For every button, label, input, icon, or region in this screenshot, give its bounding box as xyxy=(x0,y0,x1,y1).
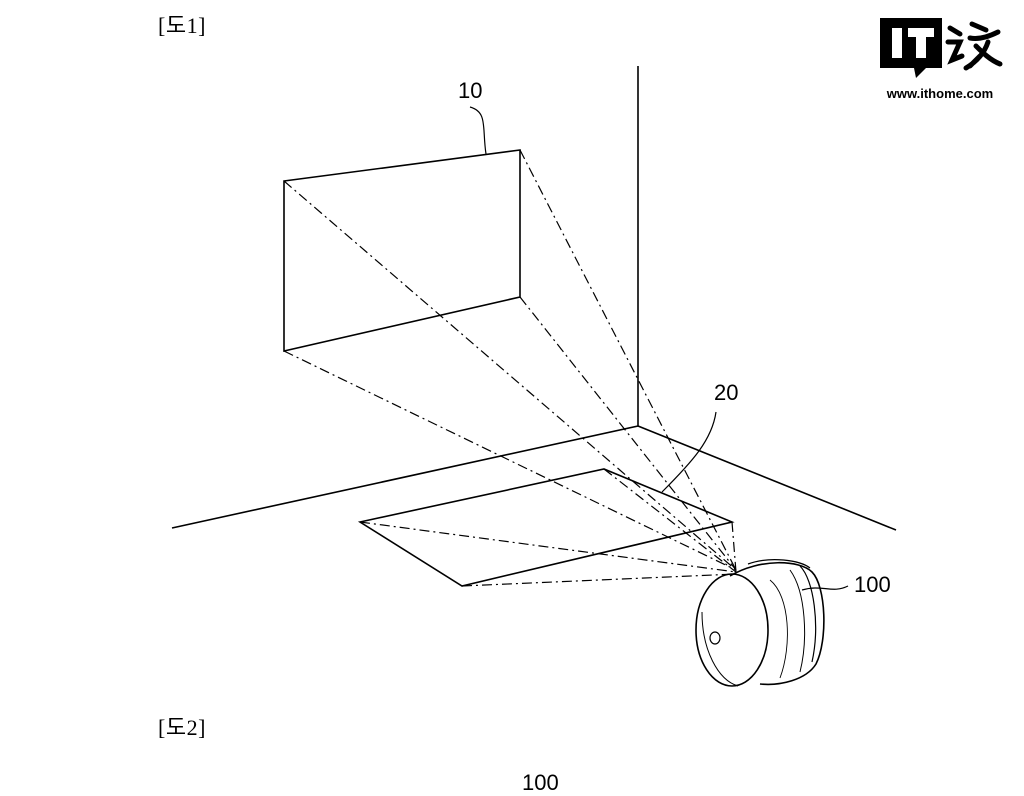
wall-screen xyxy=(283,149,521,353)
ray-wall-br xyxy=(519,296,737,571)
ray-floor-r xyxy=(731,521,737,573)
leader-20 xyxy=(661,411,717,493)
ref-label-10: 10 xyxy=(458,78,482,103)
ref-label-20: 20 xyxy=(714,380,738,405)
robot-body xyxy=(695,559,825,687)
figure-1-label: [도1] xyxy=(158,13,206,38)
ray-wall-tl xyxy=(283,180,737,571)
ray-wall-tr xyxy=(519,149,737,571)
ithome-logo-icon xyxy=(880,18,1003,78)
leader-10 xyxy=(469,106,487,155)
ray-floor-l xyxy=(359,521,737,573)
floor-left-line xyxy=(171,425,639,529)
ray-wall-bl xyxy=(283,350,737,571)
leader-100 xyxy=(801,585,849,591)
figure-2-label: [도2] xyxy=(158,715,206,740)
floor-right-line xyxy=(637,425,897,531)
ref-label-100-figure2: 100 xyxy=(522,770,559,795)
floor-screen xyxy=(357,468,735,587)
ref-label-100: 100 xyxy=(854,572,891,597)
watermark: www.ithome.com xyxy=(870,14,1010,104)
ray-floor-t xyxy=(603,468,737,573)
ray-floor-b xyxy=(461,573,737,587)
watermark-url: www.ithome.com xyxy=(886,86,994,101)
